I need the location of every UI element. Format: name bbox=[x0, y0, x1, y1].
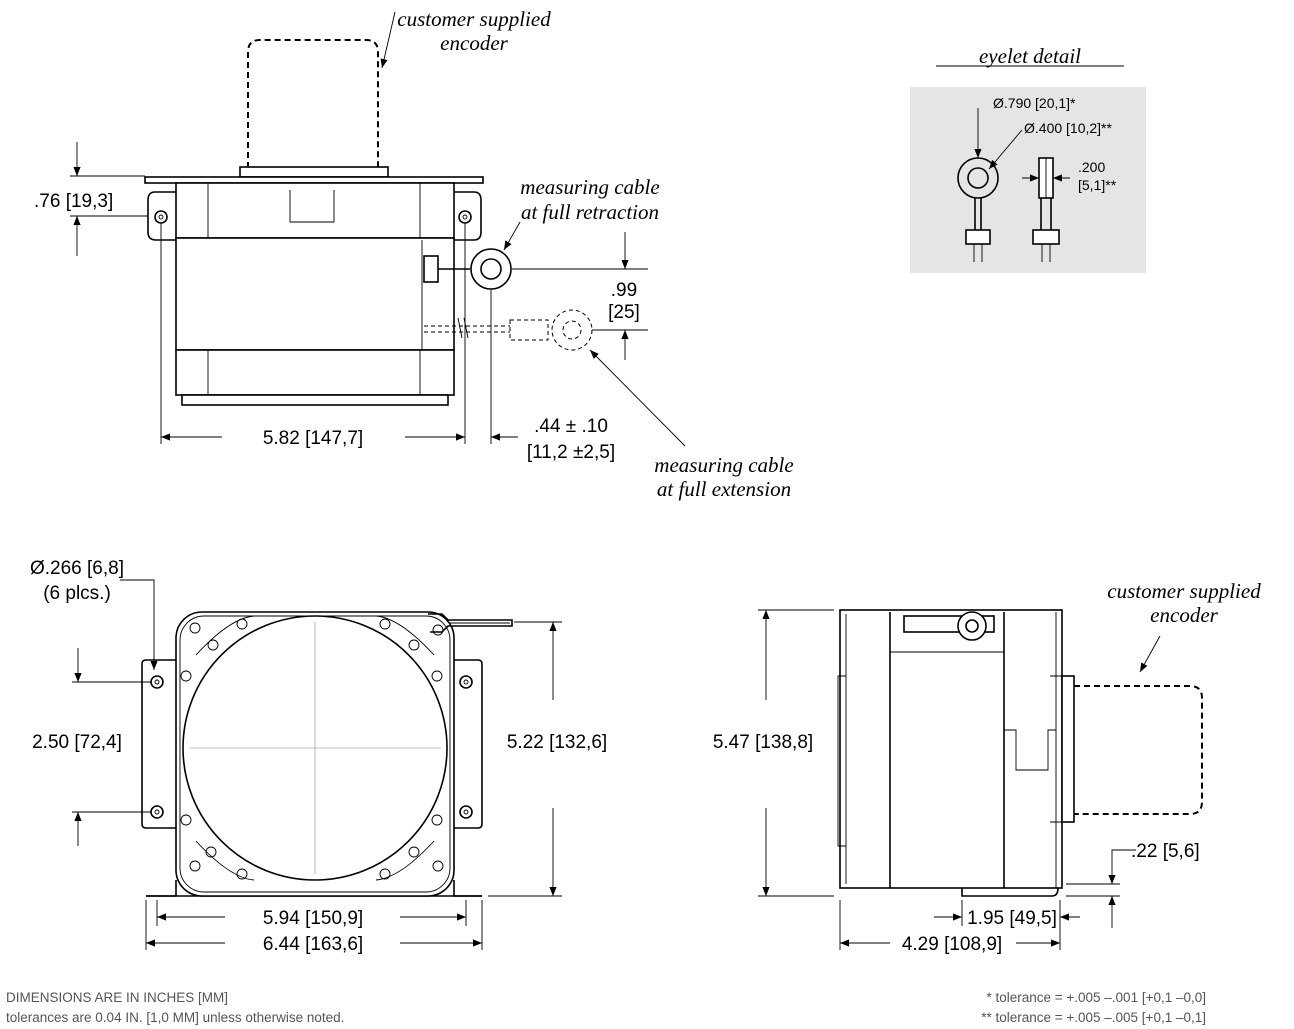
top-right-ear-hole bbox=[458, 210, 472, 224]
top-encoder-outline bbox=[247, 39, 379, 168]
eyelet-thickness: .200[5,1]** bbox=[1078, 159, 1117, 193]
front-outer-width: 6.44 [163,6] bbox=[263, 934, 363, 955]
front-hole-spacing: 2.50 [72,4] bbox=[32, 732, 122, 753]
eyelet-detail bbox=[910, 65, 1146, 273]
side-flange-dim: .22 [5,6] bbox=[1131, 841, 1200, 862]
front-right-flange bbox=[454, 659, 483, 829]
side-housing bbox=[839, 609, 1063, 889]
top-main-body bbox=[175, 237, 455, 351]
tolerance-double-star: ** tolerance = +.005 –.005 [+0,1 –0,1] bbox=[981, 1010, 1206, 1025]
side-encoder-outline bbox=[1074, 685, 1203, 815]
side-depth-partial: 1.95 [49,5] bbox=[967, 908, 1057, 929]
front-hole-dim: Ø.266 [6,8](6 plcs.) bbox=[30, 558, 124, 604]
eyelet-inner-dia: Ø.400 [10,2]** bbox=[1024, 120, 1113, 136]
front-height-dim: 5.22 [132,6] bbox=[507, 732, 607, 753]
side-depth-total: 4.29 [108,9] bbox=[902, 934, 1002, 955]
top-width-dim: 5.82 [147,7] bbox=[263, 428, 363, 449]
extension-dim: .44 ± .10[11,2 ±2,5] bbox=[527, 416, 615, 463]
eyelet-outer-dia: Ø.790 [20,1]* bbox=[993, 95, 1076, 111]
units-note: DIMENSIONS ARE IN INCHES [MM] bbox=[6, 990, 228, 1005]
front-screws bbox=[180, 618, 444, 880]
side-height-dim: 5.47 [138,8] bbox=[713, 732, 813, 753]
eyelet-detail-title: eyelet detail bbox=[979, 44, 1081, 68]
top-lower-housing bbox=[175, 349, 455, 396]
side-eyelet bbox=[957, 611, 987, 641]
top-height-dim: .76 [19,3] bbox=[34, 191, 113, 212]
eyelet-retracted bbox=[470, 248, 512, 290]
front-inner-width: 5.94 [150,9] bbox=[263, 908, 363, 929]
eyelet-extended bbox=[551, 309, 593, 351]
top-view bbox=[70, 11, 686, 447]
tolerance-single-star: * tolerance = +.005 –.001 [+0,1 –0,0] bbox=[986, 990, 1206, 1005]
top-flange-plate bbox=[144, 176, 484, 184]
tolerance-note: tolerances are 0.04 IN. [1,0 MM] unless … bbox=[6, 1010, 344, 1025]
top-right-ear bbox=[454, 191, 482, 241]
top-left-ear bbox=[147, 191, 176, 241]
front-drum bbox=[182, 615, 448, 881]
top-left-ear-hole bbox=[154, 210, 168, 224]
offset-dim: .99[25] bbox=[608, 280, 640, 323]
top-upper-housing bbox=[175, 182, 455, 239]
side-view bbox=[758, 609, 1203, 950]
front-view bbox=[72, 579, 562, 950]
eyelet-detail-panel bbox=[910, 87, 1146, 273]
front-left-flange bbox=[141, 659, 176, 829]
top-encoder-mount bbox=[239, 166, 389, 178]
